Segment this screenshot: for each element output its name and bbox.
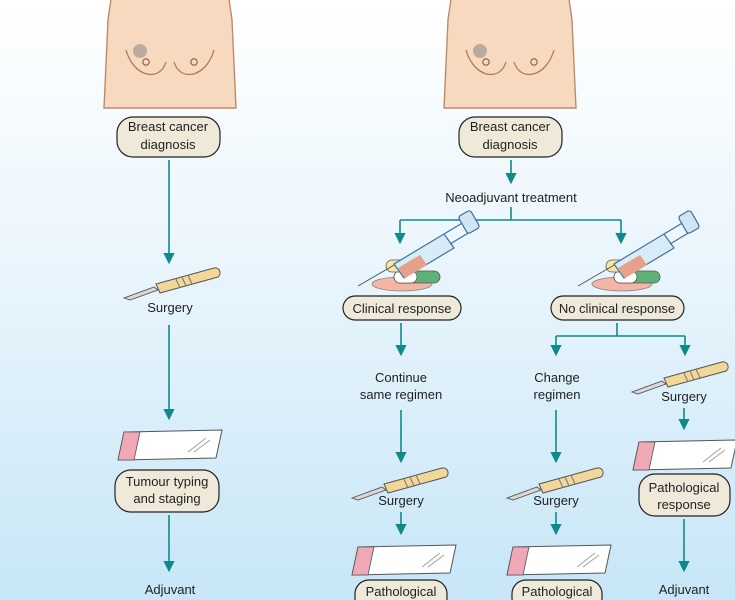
diagnosis-label: diagnosis xyxy=(483,137,538,152)
typing-label: Tumour typing xyxy=(126,474,209,489)
microscope-slide-icon xyxy=(117,429,223,461)
typing-box xyxy=(114,469,220,513)
diagnosis-label: Breast cancer xyxy=(128,119,209,134)
adjuvant-label: Adjuvant xyxy=(145,582,196,597)
diagnosis-label: diagnosis xyxy=(141,137,196,152)
continue-label: same regimen xyxy=(360,387,442,402)
pathological-box xyxy=(354,579,448,600)
neoadjuvant-label: Neoadjuvant treatment xyxy=(445,190,577,205)
syringe-pills-icon xyxy=(357,209,481,292)
surgery-label: Surgery xyxy=(661,389,707,404)
diagnosis-box xyxy=(458,116,563,158)
no-clinical-response-box xyxy=(550,295,685,321)
scalpel-icon xyxy=(123,267,221,301)
pathological-label: Pathological xyxy=(366,584,437,599)
surgery-label: Surgery xyxy=(378,493,424,508)
change-label: regimen xyxy=(534,387,581,402)
pathological-label: Pathological xyxy=(522,584,593,599)
torso-illustration xyxy=(103,0,237,109)
clinical-response-box xyxy=(342,295,462,321)
pathological-box xyxy=(511,579,603,600)
syringe-pills-icon xyxy=(577,209,701,292)
pathological-response-label: response xyxy=(657,497,710,512)
microscope-slide-icon xyxy=(351,544,457,576)
torso-illustration xyxy=(443,0,577,109)
clinical-response-label: Clinical response xyxy=(353,301,452,316)
surgery-label: Surgery xyxy=(533,493,579,508)
microscope-slide-icon xyxy=(632,439,735,471)
change-label: Change xyxy=(534,370,580,385)
pathological-response-label: Pathological xyxy=(649,480,720,495)
diagnosis-box xyxy=(116,116,221,158)
no-clinical-response-label: No clinical response xyxy=(559,301,675,316)
microscope-slide-icon xyxy=(506,544,612,576)
pathological-response-box xyxy=(638,473,731,517)
typing-label: and staging xyxy=(133,491,200,506)
diagnosis-label: Breast cancer xyxy=(470,119,551,134)
continue-label: Continue xyxy=(375,370,427,385)
adjuvant-label: Adjuvant xyxy=(659,582,710,597)
surgery-label: Surgery xyxy=(147,300,193,315)
